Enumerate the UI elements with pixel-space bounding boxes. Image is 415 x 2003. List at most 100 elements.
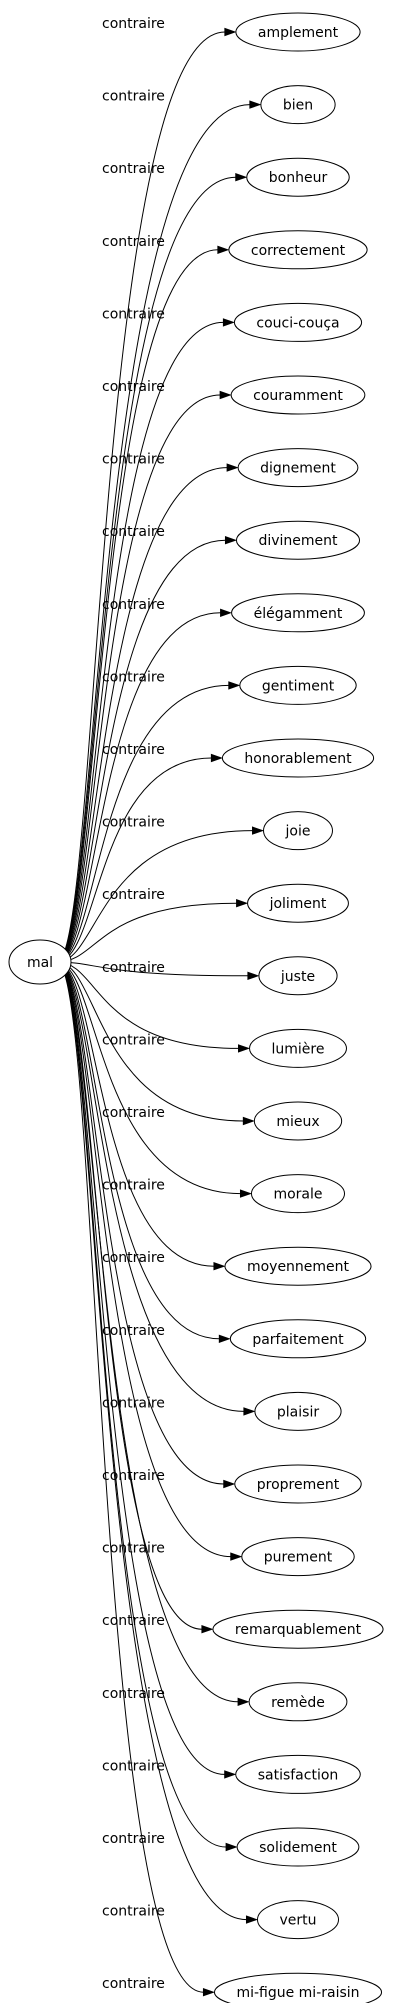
edge-arrow-14 xyxy=(247,971,260,981)
edge-label-24: contraire xyxy=(102,1686,165,1702)
edge-arrow-2 xyxy=(249,100,262,109)
source-node-label: mal xyxy=(27,955,53,971)
target-node-3[interactable]: bonheur xyxy=(246,157,350,197)
edge-label-17: contraire xyxy=(102,1178,165,1194)
edge-arrow-12 xyxy=(252,826,265,835)
edge-label-11: contraire xyxy=(102,742,165,758)
edge-label-22: contraire xyxy=(102,1541,165,1557)
target-node-28[interactable]: mi-figue mi-raisin xyxy=(213,1972,383,2003)
source-node[interactable]: mal xyxy=(8,939,72,985)
edge-19 xyxy=(57,961,220,1340)
target-node-ellipse xyxy=(253,1101,343,1141)
edge-arrow-4 xyxy=(217,245,230,255)
target-node-15[interactable]: lumière xyxy=(249,1028,347,1068)
edge-label-1: contraire xyxy=(102,16,165,32)
edge-arrow-23 xyxy=(201,1624,214,1634)
target-node-25[interactable]: satisfaction xyxy=(235,1754,361,1794)
target-node-8[interactable]: divinement xyxy=(235,520,361,560)
target-node-17[interactable]: morale xyxy=(250,1174,346,1214)
target-node-ellipse xyxy=(235,12,361,52)
edge-label-4: contraire xyxy=(102,234,165,250)
target-node-label: bonheur xyxy=(269,170,328,186)
edge-24 xyxy=(56,961,239,1703)
target-node-19[interactable]: parfaitement xyxy=(229,1319,367,1359)
target-node-ellipse xyxy=(241,1537,355,1577)
source-node-ellipse xyxy=(8,939,72,985)
target-node-4[interactable]: correctement xyxy=(228,230,368,270)
target-node-21[interactable]: proprement xyxy=(234,1464,362,1504)
target-node-20[interactable]: plaisir xyxy=(254,1391,342,1431)
target-node-label: solidement xyxy=(259,1840,337,1856)
edge-label-19: contraire xyxy=(102,1323,165,1339)
target-node-label: remède xyxy=(271,1695,325,1711)
target-node-10[interactable]: gentiment xyxy=(239,665,357,705)
target-node-7[interactable]: dignement xyxy=(237,448,359,488)
target-node-ellipse xyxy=(224,1246,372,1286)
target-node-ellipse xyxy=(250,1174,346,1214)
edge-label-7: contraire xyxy=(102,452,165,468)
edge-label-5: contraire xyxy=(102,306,165,322)
target-node-6[interactable]: couramment xyxy=(230,375,366,415)
edge-7 xyxy=(56,467,228,963)
target-node-label: élégamment xyxy=(254,606,343,622)
edge-11 xyxy=(57,757,212,963)
target-node-ellipse xyxy=(246,157,350,197)
edge-16 xyxy=(57,961,244,1122)
target-node-label: joliment xyxy=(269,896,327,912)
target-node-label: remarquablement xyxy=(235,1622,362,1638)
target-node-label: honorablement xyxy=(244,751,352,767)
edge-label-8: contraire xyxy=(102,524,165,540)
target-node-5[interactable]: couci-couça xyxy=(233,302,363,342)
edge-label-9: contraire xyxy=(102,597,165,613)
target-node-ellipse xyxy=(231,593,365,633)
target-node-ellipse xyxy=(228,230,368,270)
edge-1 xyxy=(56,31,225,963)
edge-arrow-19 xyxy=(218,1334,231,1344)
target-node-27[interactable]: vertu xyxy=(256,1900,340,1940)
target-node-ellipse xyxy=(239,665,357,705)
target-node-ellipse xyxy=(248,1682,348,1722)
target-node-18[interactable]: moyennement xyxy=(224,1246,372,1286)
edge-label-18: contraire xyxy=(102,1250,165,1266)
target-node-ellipse xyxy=(234,1464,362,1504)
edge-arrow-5 xyxy=(222,318,235,327)
target-node-2[interactable]: bien xyxy=(260,85,336,125)
edge-26 xyxy=(56,961,227,1848)
target-node-1[interactable]: amplement xyxy=(235,12,361,52)
target-node-label: couci-couça xyxy=(256,315,339,331)
target-node-ellipse xyxy=(213,1972,383,2003)
target-node-11[interactable]: honorablement xyxy=(221,738,375,778)
target-node-label: gentiment xyxy=(262,678,335,694)
target-node-16[interactable]: mieux xyxy=(253,1101,343,1141)
edge-label-21: contraire xyxy=(102,1468,165,1484)
target-node-9[interactable]: élégamment xyxy=(231,593,365,633)
edge-arrow-9 xyxy=(220,608,233,618)
target-node-26[interactable]: solidement xyxy=(236,1827,360,1867)
target-node-label: proprement xyxy=(257,1477,340,1493)
edge-4 xyxy=(56,249,218,963)
target-node-label: bien xyxy=(283,98,313,114)
edge-label-25: contraire xyxy=(102,1758,165,1774)
edge-arrow-17 xyxy=(239,1189,252,1198)
target-node-12[interactable]: joie xyxy=(263,811,333,851)
edge-label-23: contraire xyxy=(102,1613,165,1629)
target-node-label: correctement xyxy=(251,243,346,259)
edge-arrow-16 xyxy=(242,1116,255,1126)
edge-12 xyxy=(57,830,253,963)
edge-label-13: contraire xyxy=(102,887,165,903)
edge-28 xyxy=(56,961,204,1993)
target-node-23[interactable]: remarquablement xyxy=(212,1609,384,1649)
edge-22 xyxy=(56,961,231,1558)
target-node-ellipse xyxy=(230,375,366,415)
target-node-24[interactable]: remède xyxy=(248,1682,348,1722)
edge-arrow-6 xyxy=(219,390,232,400)
target-node-13[interactable]: joliment xyxy=(247,883,349,923)
target-node-22[interactable]: purement xyxy=(241,1537,355,1577)
target-node-label: moyennement xyxy=(247,1259,350,1275)
target-node-14[interactable]: juste xyxy=(258,956,338,996)
target-node-ellipse xyxy=(237,448,359,488)
edge-arrow-26 xyxy=(225,1842,238,1852)
edge-label-26: contraire xyxy=(102,1831,165,1847)
target-node-label: mi-figue mi-raisin xyxy=(236,1985,359,2001)
edge-25 xyxy=(56,961,225,1775)
